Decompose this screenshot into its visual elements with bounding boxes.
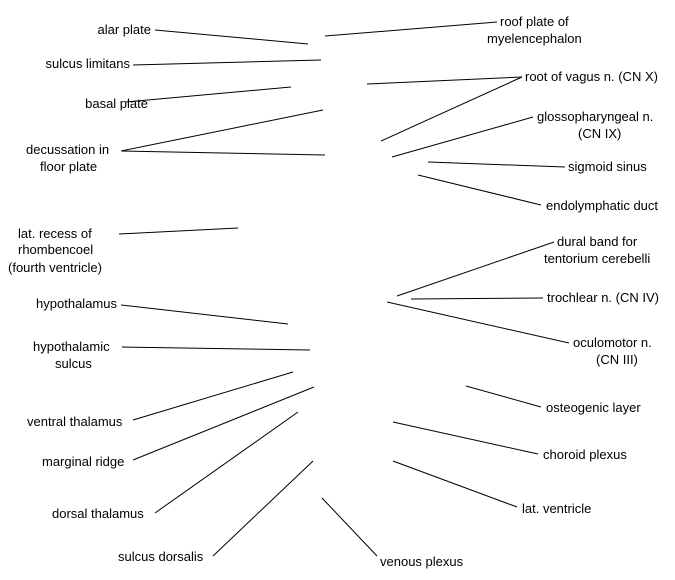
- label-glossopharyngeal-line1: glossopharyngeal n.: [537, 109, 653, 124]
- leader-root-vagus-a: [366, 76, 523, 85]
- label-oculomotor-line1: oculomotor n.: [573, 335, 652, 350]
- label-roof-plate-line1: roof plate of: [500, 14, 569, 29]
- label-lat-recess-line1: lat. recess of: [18, 226, 92, 241]
- leader-roof-plate: [324, 21, 498, 37]
- label-decussation-line1: decussation in: [26, 142, 109, 157]
- label-lat-recess-line3: (fourth ventricle): [8, 260, 102, 275]
- leader-decussation-b: [120, 150, 326, 156]
- leader-decussation-a: [120, 109, 324, 152]
- leader-sulcus-dorsalis: [212, 460, 314, 557]
- label-basal-plate: basal plate: [85, 96, 148, 111]
- label-glossopharyngeal-line2: (CN IX): [578, 126, 621, 141]
- leader-basal-plate: [125, 86, 292, 103]
- leader-dural-band: [396, 241, 555, 297]
- label-lat-ventricle: lat. ventricle: [522, 501, 591, 516]
- label-hypothalamic-sulcus-line2: sulcus: [55, 356, 92, 371]
- leader-trochlear: [410, 297, 544, 300]
- leader-lat-ventricle: [392, 460, 518, 508]
- leader-venous-plexus: [321, 497, 378, 557]
- label-oculomotor-line2: (CN III): [596, 352, 638, 367]
- leader-sigmoid-sinus: [427, 161, 566, 168]
- leader-osteogenic-layer: [465, 385, 542, 408]
- label-alar-plate: alar plate: [98, 22, 151, 37]
- leader-dorsal-thalamus: [154, 411, 299, 514]
- leader-glossopharyngeal: [391, 116, 534, 158]
- label-root-vagus: root of vagus n. (CN X): [525, 69, 658, 84]
- label-hypothalamus: hypothalamus: [36, 296, 117, 311]
- label-hypothalamic-sulcus-line1: hypothalamic: [33, 339, 110, 354]
- label-dorsal-thalamus: dorsal thalamus: [52, 506, 144, 521]
- label-sigmoid-sinus: sigmoid sinus: [568, 159, 647, 174]
- label-ventral-thalamus: ventral thalamus: [27, 414, 123, 429]
- label-venous-plexus: venous plexus: [380, 554, 464, 569]
- label-dural-band-line1: dural band for: [557, 234, 638, 249]
- leader-oculomotor: [386, 301, 570, 344]
- leader-sulcus-limitans: [132, 59, 322, 66]
- leader-alar-plate: [154, 29, 309, 45]
- label-dural-band-line2: tentorium cerebelli: [544, 251, 650, 266]
- leader-hypothalamic-sulcus: [121, 346, 311, 351]
- label-decussation-line2: floor plate: [40, 159, 97, 174]
- label-roof-plate-line2: myelencephalon: [487, 31, 582, 46]
- leader-lat-recess: [118, 227, 239, 235]
- leader-choroid-plexus: [392, 421, 539, 455]
- label-marginal-ridge: marginal ridge: [42, 454, 124, 469]
- leader-endolymphatic-duct: [417, 174, 542, 206]
- label-sulcus-dorsalis: sulcus dorsalis: [118, 549, 204, 564]
- label-lat-recess-line2: rhombencoel: [18, 242, 93, 257]
- label-trochlear: trochlear n. (CN IV): [547, 290, 659, 305]
- leader-root-vagus-b: [380, 76, 523, 142]
- label-sulcus-limitans: sulcus limitans: [45, 56, 130, 71]
- label-endolymphatic-duct: endolymphatic duct: [546, 198, 658, 213]
- leader-hypothalamus: [120, 304, 289, 325]
- leader-ventral-thalamus: [132, 371, 294, 421]
- leader-marginal-ridge: [132, 386, 315, 461]
- label-choroid-plexus: choroid plexus: [543, 447, 627, 462]
- label-osteogenic-layer: osteogenic layer: [546, 400, 641, 415]
